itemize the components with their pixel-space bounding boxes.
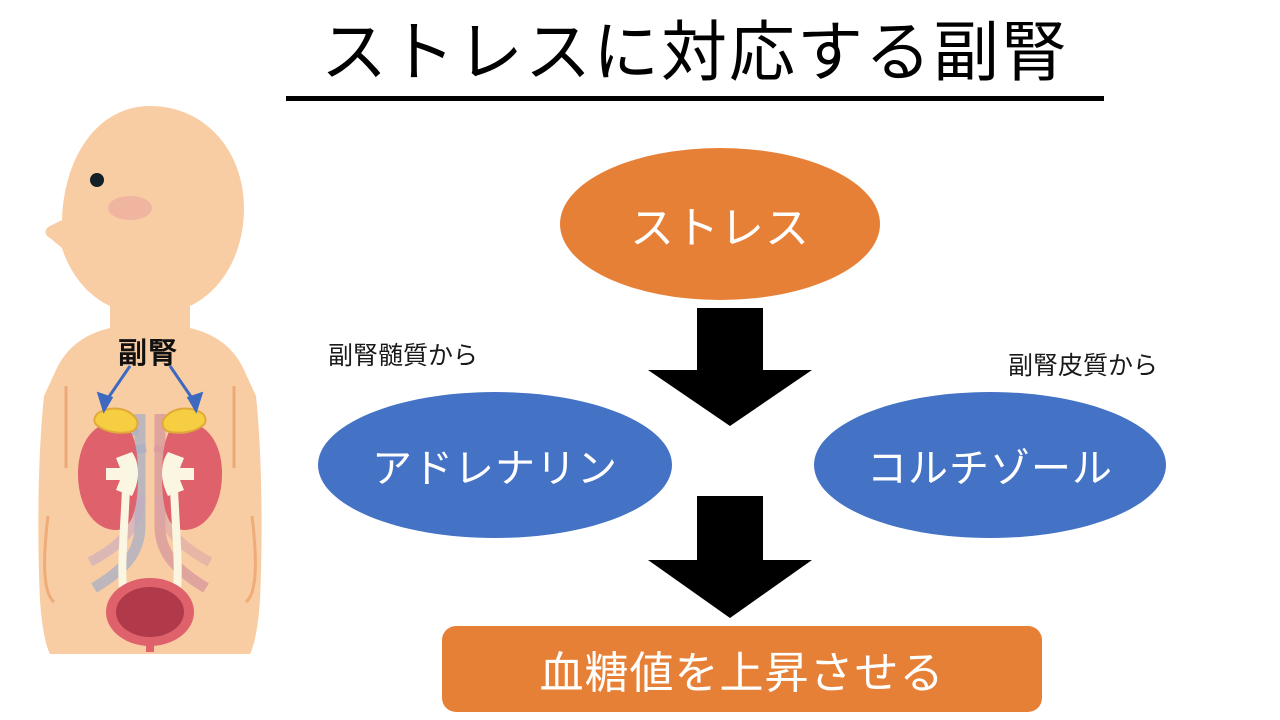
urinary-system — [78, 407, 222, 652]
node-adrenaline[interactable]: アドレナリン — [318, 392, 672, 538]
caption-adrenal-cortex: 副腎皮質から — [1008, 352, 1159, 380]
adrenal-gland-right — [161, 407, 207, 434]
caption-adrenal-medulla: 副腎髄質から — [328, 342, 479, 370]
node-blood-sugar-result[interactable]: 血糖値を上昇させる — [442, 626, 1042, 712]
down-arrow-icon-top — [640, 308, 820, 426]
ureter-right — [170, 487, 182, 597]
adrenal-gland-left — [93, 407, 139, 434]
body-silhouette — [38, 106, 262, 654]
cheek-blush — [108, 196, 152, 220]
renal-pelvis-left — [106, 452, 138, 496]
down-arrow-icon-bottom — [640, 496, 820, 618]
ureter-left — [118, 487, 130, 597]
node-stress[interactable]: ストレス — [560, 148, 880, 300]
title-underline — [286, 96, 1104, 101]
adrenal-gland-label: 副腎 — [118, 338, 179, 370]
eye — [90, 173, 104, 187]
body-illustration — [20, 96, 280, 660]
page-title: ストレスに対応する副腎 — [321, 15, 1069, 89]
adrenal-pointer-arrows — [96, 365, 204, 414]
node-cortisol[interactable]: コルチゾール — [814, 392, 1166, 538]
renal-pelvis-right — [162, 452, 194, 496]
title-block: ストレスに対応する副腎 — [280, 15, 1110, 101]
